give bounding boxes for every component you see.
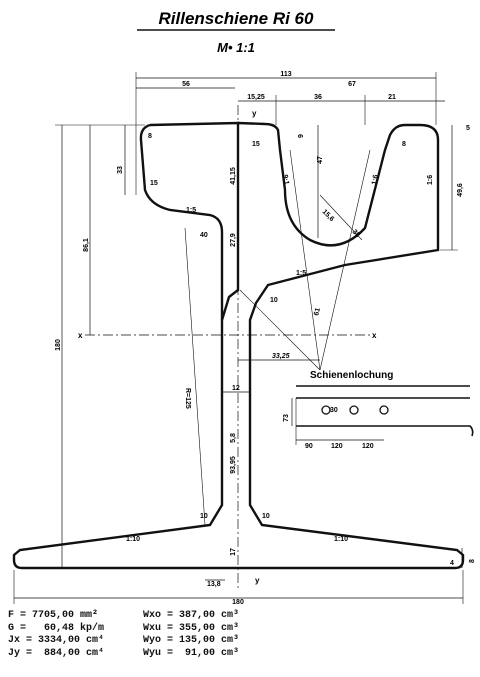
- label-r8-left: 8: [148, 133, 152, 140]
- lochung-title: Schienenlochung: [310, 370, 393, 381]
- lochung-spacing-b: 120: [331, 443, 343, 450]
- label-r10-foot-r: 10: [262, 513, 270, 520]
- prop-label: Wxu =: [143, 622, 174, 634]
- dim-right-top: 5: [466, 125, 470, 132]
- prop-row: Wxo = 387,00 cm³: [143, 610, 239, 623]
- prop-row: Wyu = 91,00 cm³: [143, 648, 239, 661]
- y-axis-label-bottom: y: [255, 576, 260, 585]
- prop-row: Wyo = 135,00 cm³: [143, 635, 239, 648]
- leader-r61-a: [289, 149, 321, 371]
- dim-total: 113: [280, 71, 291, 78]
- dim-web-width: 12: [232, 385, 240, 392]
- properties-right: Wxo = 387,00 cm³ Wxu = 355,00 cm³ Wyo = …: [143, 610, 239, 660]
- label-slope-web: 1:5: [296, 270, 306, 277]
- label-r15-head: 15: [252, 141, 260, 148]
- leader-r61-b: [319, 149, 371, 371]
- prop-label: Jx =: [8, 635, 33, 646]
- rail-head-left-outline: [139, 123, 224, 320]
- lochung-spacing-a: 90: [305, 443, 313, 450]
- prop-row: Wxu = 355,00 cm³: [143, 623, 239, 636]
- prop-value: 387,00 cm³: [179, 610, 240, 621]
- label-slope-foot-l: 1:10: [126, 536, 140, 543]
- dim-neutral-axis: 86,1: [83, 238, 90, 252]
- bolt-hole-3: [379, 405, 389, 415]
- prop-value: 60,48 kp/m: [32, 622, 105, 634]
- prop-row: G = 60,48 kp/m: [8, 623, 104, 636]
- dim-axis-offset: 33,25: [272, 353, 290, 360]
- prop-label: G =: [8, 622, 27, 634]
- label-slope-groove-l: 9:1: [281, 174, 290, 185]
- dim-foot-edge: 8: [469, 559, 476, 563]
- prop-label: Jy =: [8, 647, 33, 659]
- dim-bottom-width: 180: [232, 599, 244, 606]
- leader-r61-c: [239, 289, 321, 371]
- y-axis-label-top: y: [252, 109, 257, 118]
- prop-row: F = 7705,00 mm²: [8, 610, 104, 623]
- drawing-title: Rillenschiene Ri 60: [159, 9, 314, 28]
- prop-value: 884,00 cm⁴: [38, 647, 105, 659]
- label-slope-right: 1:6: [427, 175, 434, 185]
- dim-web-mid: 27,9: [230, 233, 237, 247]
- dim-groove-top: 9: [298, 134, 305, 138]
- prop-value: 355,00 cm³: [179, 622, 240, 634]
- dim-left: 56: [182, 81, 190, 88]
- prop-label: Wyo =: [143, 635, 174, 646]
- bolt-hole-1: [321, 405, 331, 415]
- prop-label: Wxo =: [143, 610, 174, 621]
- label-r125: R=125: [184, 388, 191, 409]
- label-r10-web: 10: [270, 297, 278, 304]
- dim-web-head: 41,15: [230, 167, 237, 185]
- drawing-scale: M• 1:1: [217, 40, 255, 55]
- dim-lip: 21: [388, 94, 396, 101]
- prop-label: Wyu =: [143, 647, 174, 659]
- label-slope-head: 1:5: [186, 207, 196, 214]
- dim-groove: 36: [314, 94, 322, 101]
- lochung-height: 73: [283, 414, 290, 422]
- label-r10-foot-l: 10: [200, 513, 208, 520]
- dim-overall-height: 180: [55, 339, 62, 351]
- prop-value: 135,00 cm³: [179, 635, 240, 646]
- prop-row: Jy = 884,00 cm⁴: [8, 648, 104, 661]
- label-slope-foot-r: 1:10: [334, 536, 348, 543]
- dim-groove-depth: 47: [317, 156, 324, 164]
- dim-head-depth: 33: [117, 166, 124, 174]
- x-axis-label-left: x: [78, 331, 83, 340]
- dim-right: 67: [348, 81, 356, 88]
- label-slope-groove-r: 1:6: [371, 174, 380, 185]
- leader-r125: [184, 227, 206, 526]
- dim-foot-detail: 13,8: [207, 581, 221, 588]
- label-r8-right: 8: [402, 141, 406, 148]
- label-r15-left: 15: [150, 180, 158, 187]
- dim-head-gap: 15,25: [247, 94, 265, 101]
- label-r61: 61: [313, 307, 322, 316]
- prop-label: F =: [8, 610, 27, 621]
- label-r4-foot: 4: [450, 560, 454, 567]
- lochung-first: 30: [330, 407, 338, 414]
- lochung-spacing-c: 120: [362, 443, 374, 450]
- lochung-detail: [291, 385, 474, 445]
- x-axis-label-right: x: [372, 331, 377, 340]
- dim-web-small: 5,8: [230, 433, 237, 443]
- rail-profile-outline: [12, 121, 465, 570]
- dim-foot-thick: 17: [230, 548, 237, 556]
- label-groove-width: 15,6: [321, 208, 336, 223]
- properties-left: F = 7705,00 mm² G = 60,48 kp/m Jx = 3334…: [8, 610, 104, 660]
- prop-value: 7705,00 mm²: [32, 610, 99, 621]
- bolt-hole-2: [349, 405, 359, 415]
- leader-r38: [319, 194, 363, 241]
- dim-right-side: 49,6: [457, 183, 464, 197]
- prop-row: Jx = 3334,00 cm⁴: [8, 635, 104, 648]
- dim-web-foot: 93,95: [230, 456, 237, 474]
- label-r40: 40: [200, 232, 208, 239]
- prop-value: 91,00 cm³: [179, 647, 240, 659]
- prop-value: 3334,00 cm⁴: [38, 635, 105, 646]
